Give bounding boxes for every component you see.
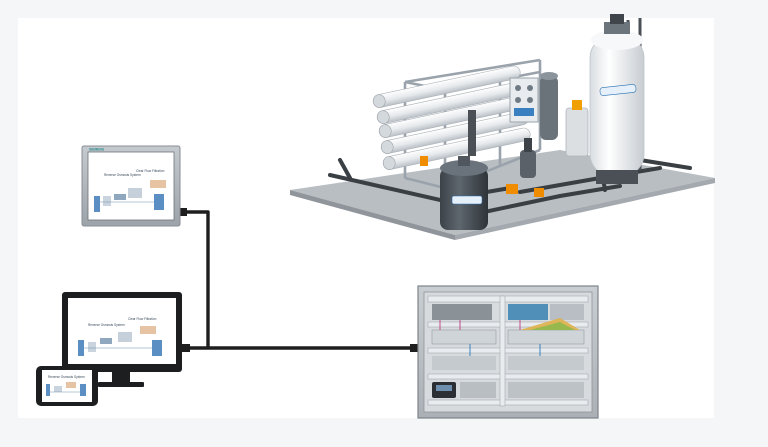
cable-hmi-to-cabinet [180,210,210,348]
cable-connector-hmi [180,208,187,216]
membrane-tubes [372,65,531,170]
phone-screen[interactable]: Reverse Osmosis System [46,375,86,396]
monitor-screen-title-a: Reverse Osmosis System [88,323,125,327]
hmi-screen-title-b: Clear Flow Filtration [136,169,165,173]
desktop-monitor: Reverse Osmosis System Clear Flow Filtra… [62,292,182,387]
phone-screen-title: Reverse Osmosis System [48,375,85,379]
cable-connector-monitor [182,344,190,352]
pump-unit [420,110,544,197]
monitor-screen[interactable]: Reverse Osmosis System Clear Flow Filtra… [78,317,162,356]
control-cabinet [417,285,599,419]
network-cables [180,210,418,350]
reverse-osmosis-skid [290,14,715,240]
smartphone: Reverse Osmosis System [36,366,98,406]
cartridge-filter [540,72,558,140]
cable-connector-cabinet [410,344,419,352]
pressure-vessel [589,14,645,184]
cabinet-components [431,304,585,398]
hmi-brand-logo: SIEMENS [89,148,105,152]
hmi-screen[interactable]: Reverse Osmosis System Clear Flow Filtra… [94,169,166,212]
monitor-screen-title-b: Clear Flow Filtration [128,317,157,321]
hmi-touch-panel: SIEMENS Reverse Osmosis System Clear Flo… [81,145,181,227]
storage-tank [440,156,488,230]
chemical-dosing-tank [565,100,589,157]
hmi-screen-title-a: Reverse Osmosis System [104,173,141,177]
